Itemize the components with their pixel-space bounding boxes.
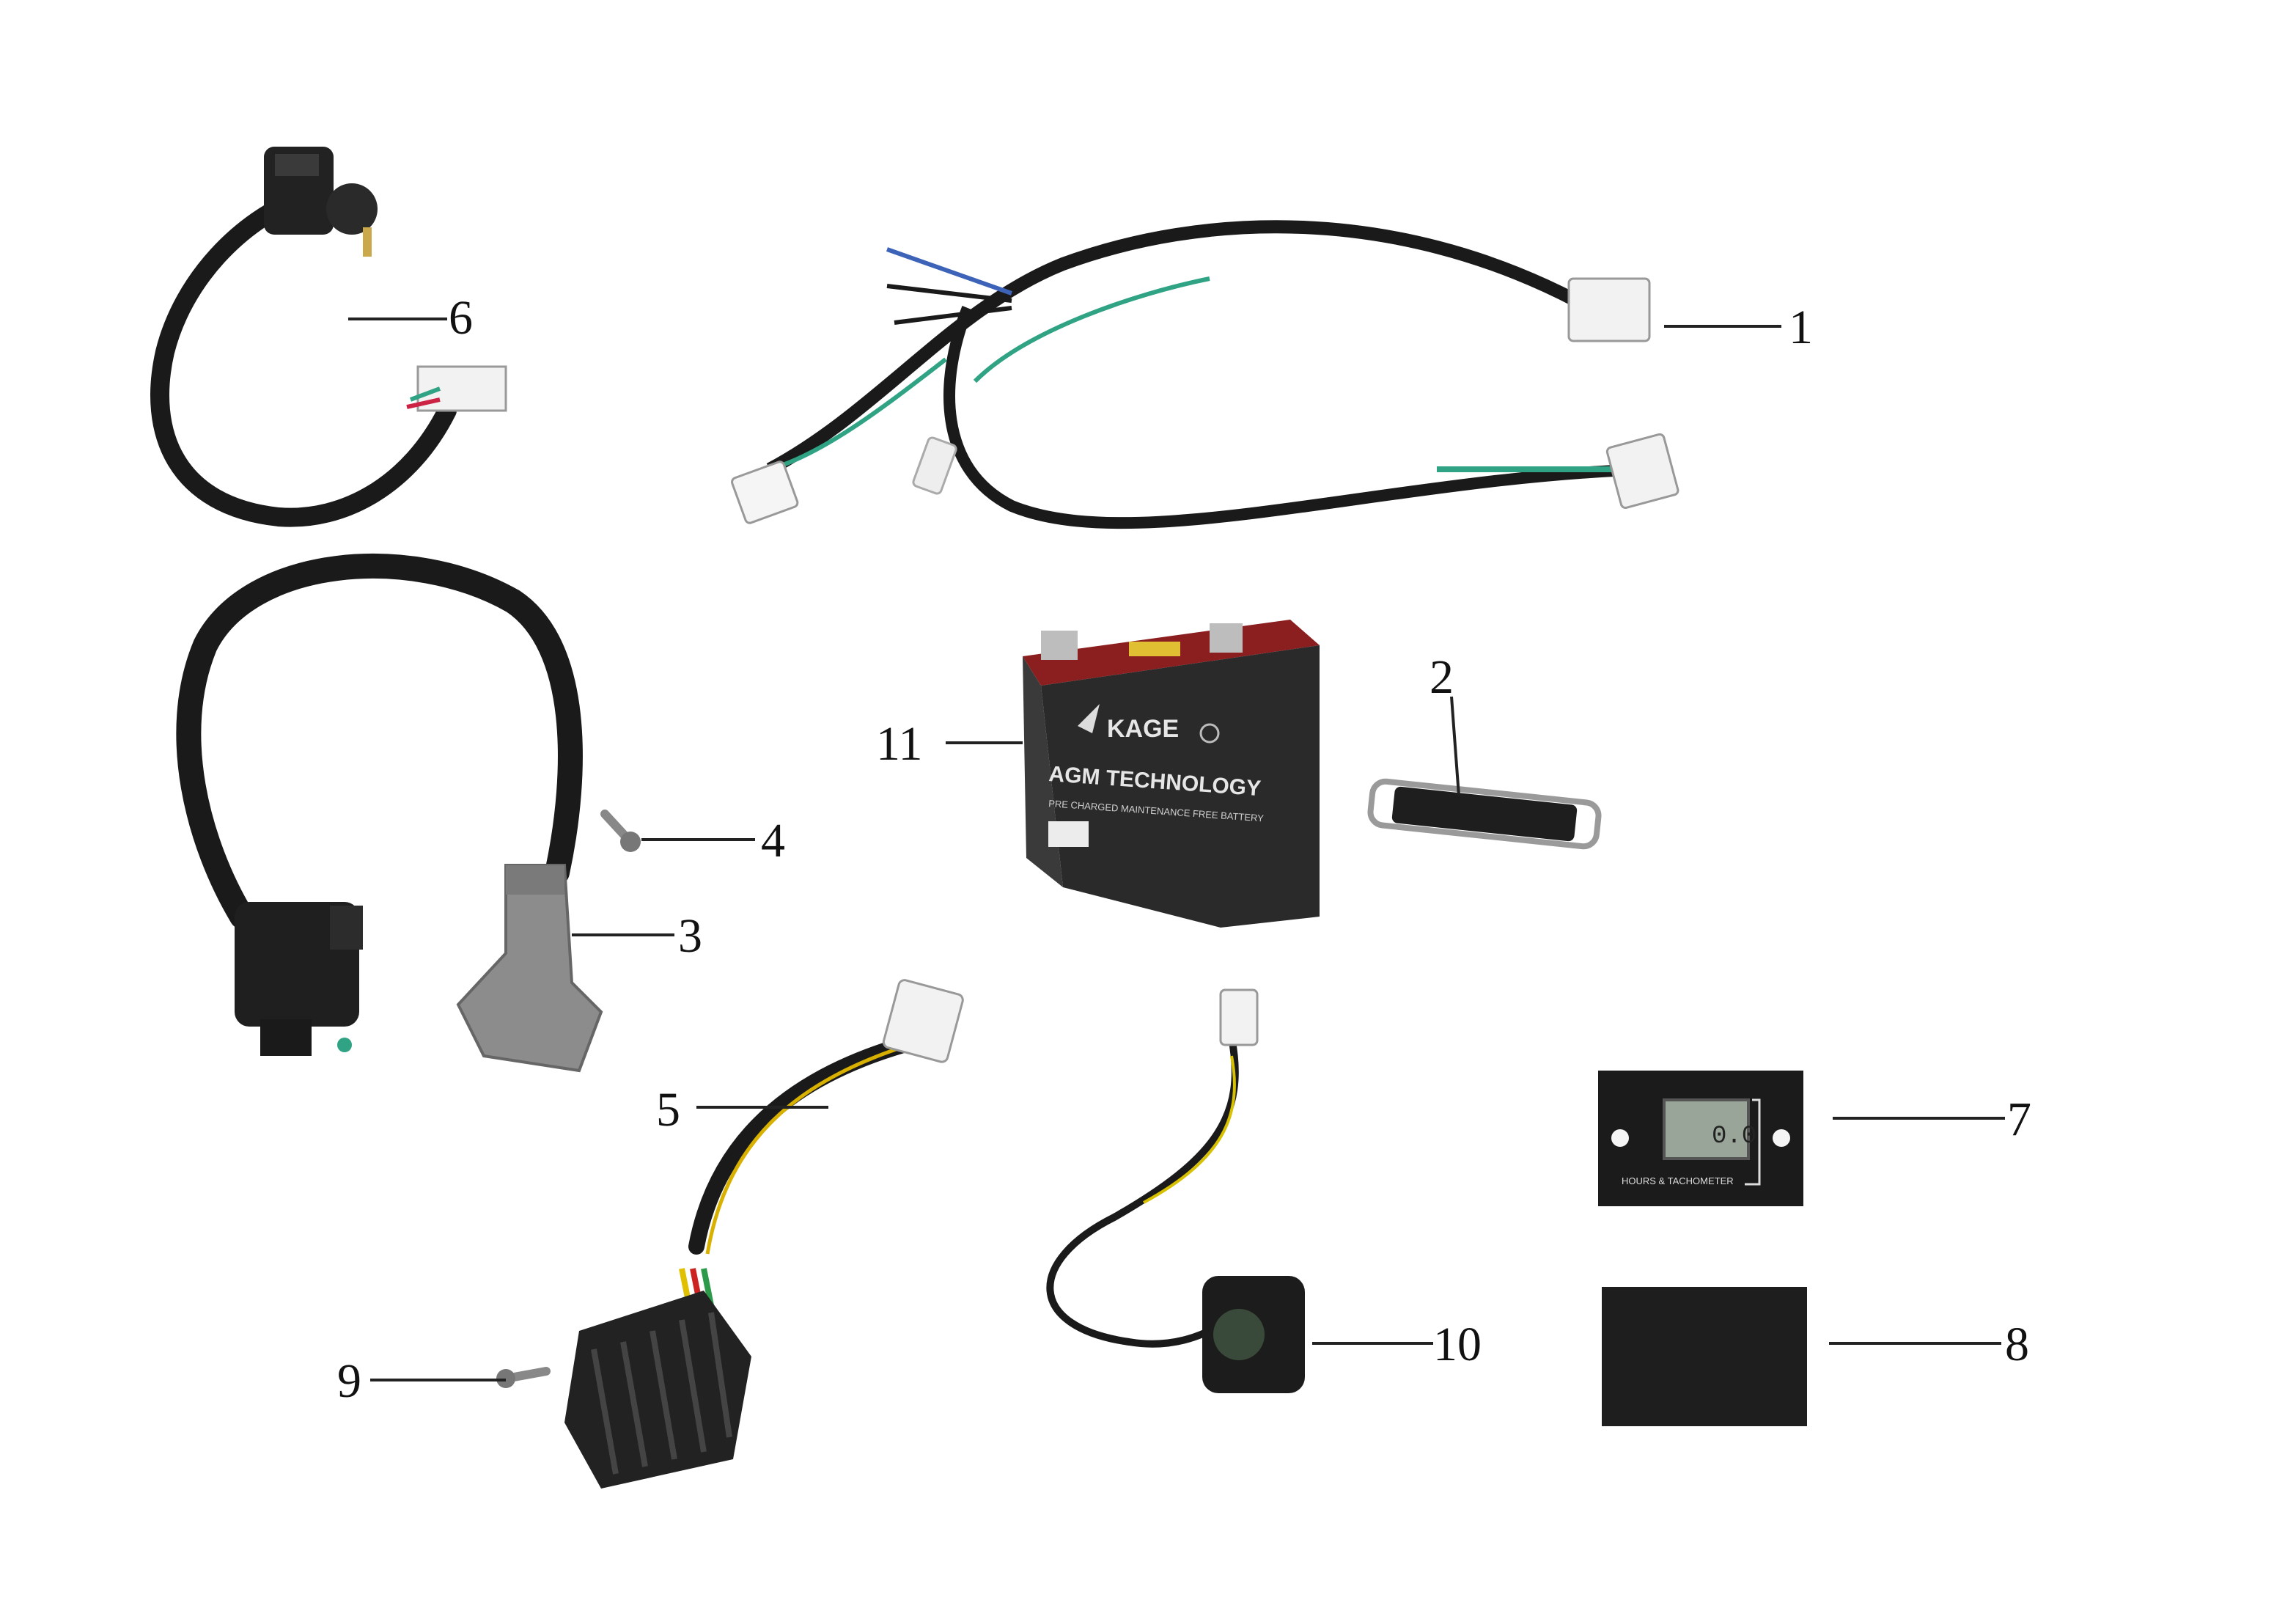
battery-brand: KAGE [1107,715,1179,743]
callout-7: 7 [2007,1093,2031,1146]
ignition-coil [176,554,603,1073]
callout-4: 4 [761,814,785,867]
ignition-key-switch [150,147,507,527]
coil-bolt [600,810,641,852]
callout-2: 2 [1430,650,1454,704]
callout-11: 11 [876,717,923,771]
hour-meter: 0.0 HOURS & TACHOMETER [1598,1071,1803,1206]
callout-9: 9 [337,1354,361,1408]
sensor-switch [1046,988,1305,1393]
callout-6: 6 [449,291,473,345]
callout-10: 10 [1433,1318,1482,1371]
callout-1: 1 [1789,301,1813,354]
callout-5: 5 [656,1083,680,1137]
callouts: 1 2 3 4 5 6 7 8 9 10 11 [337,291,2031,1408]
leader-2 [1450,696,1460,796]
adhesive-pad [1602,1287,1807,1426]
battery: KAGE AGM TECHNOLOGY PRE CHARGED MAINTENA… [1023,620,1320,928]
rectifier-regulator [564,979,964,1489]
hour-meter-caption: HOURS & TACHOMETER [1622,1175,1734,1186]
callout-8: 8 [2005,1318,2029,1371]
battery-strap [1367,778,1602,850]
wiring-harness [731,220,1679,529]
callout-3: 3 [678,909,702,963]
hour-meter-display: 0.0 [1712,1123,1756,1151]
